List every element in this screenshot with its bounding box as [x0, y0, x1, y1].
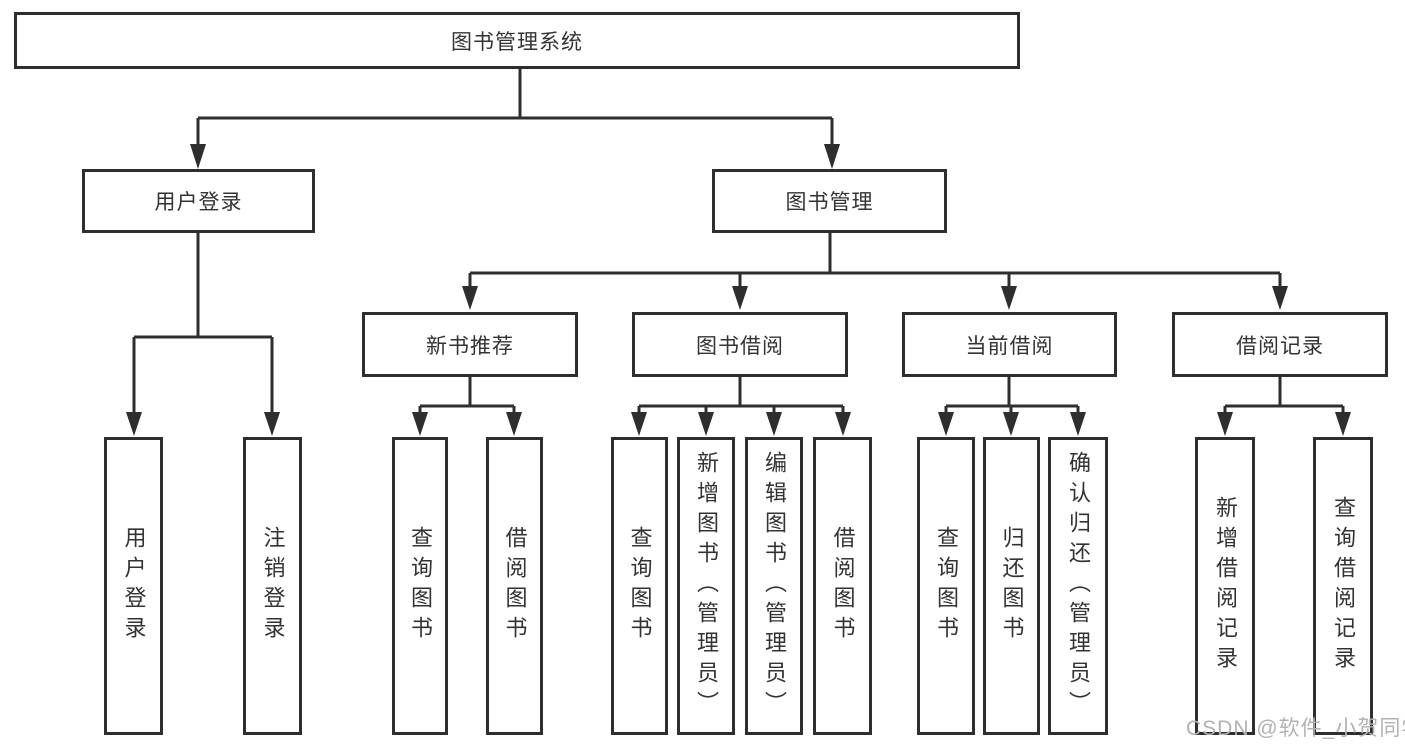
leaf-edit-books-admin: 编辑图书（管理员）	[745, 437, 803, 735]
node-current-borrow: 当前借阅	[902, 312, 1117, 377]
leaf-borrow-books-recommend: 借阅图书	[486, 437, 543, 735]
node-book-borrow: 图书借阅	[632, 312, 848, 377]
node-label: 查询图书	[627, 526, 653, 646]
node-root-system: 图书管理系统	[14, 12, 1020, 69]
node-new-book-recommend: 新书推荐	[362, 312, 578, 377]
node-label: 查询图书	[934, 526, 959, 646]
node-label: 编辑图书（管理员）	[762, 451, 787, 721]
leaf-query-borrow-record: 查询借阅记录	[1313, 437, 1373, 735]
connector-root	[190, 69, 840, 169]
connector-current-borrow	[938, 377, 1086, 436]
node-label: 新书推荐	[426, 334, 514, 358]
leaf-return-books: 归还图书	[983, 437, 1040, 735]
leaf-add-books-admin: 新增图书（管理员）	[677, 437, 735, 735]
node-label: 查询图书	[408, 526, 433, 646]
node-label: 图书管理系统	[451, 30, 583, 54]
leaf-confirm-return-admin: 确认归还（管理员）	[1048, 437, 1108, 735]
node-label: 图书借阅	[696, 334, 784, 358]
connector-book-management	[462, 233, 1288, 310]
connector-book-borrow	[631, 377, 851, 436]
leaf-user-login: 用户登录	[104, 437, 163, 735]
node-borrow-records: 借阅记录	[1172, 312, 1388, 377]
connector-borrow-records	[1217, 377, 1351, 436]
node-label: 借阅图书	[830, 526, 856, 646]
node-label: 新增借阅记录	[1213, 496, 1238, 676]
leaf-add-borrow-record: 新增借阅记录	[1195, 437, 1255, 735]
leaf-borrow-books: 借阅图书	[813, 437, 872, 735]
node-label: 用户登录	[154, 191, 243, 214]
csdn-watermark: CSDN @软件_小贺同学	[1186, 717, 1405, 740]
leaf-query-books-recommend: 查询图书	[392, 437, 448, 735]
node-label: 借阅图书	[502, 526, 528, 646]
connector-user-login	[126, 233, 280, 436]
node-label: 确认归还（管理员）	[1066, 451, 1091, 721]
node-label: 图书管理	[785, 191, 874, 214]
leaf-query-books-borrow: 查询图书	[611, 437, 668, 735]
node-label: 借阅记录	[1236, 334, 1324, 358]
node-label: 当前借阅	[965, 334, 1054, 358]
node-label: 查询借阅记录	[1331, 496, 1356, 676]
connector-new-book	[412, 377, 522, 436]
leaf-logout: 注销登录	[243, 437, 302, 735]
node-label: 用户登录	[121, 526, 147, 646]
leaf-query-books-current: 查询图书	[917, 437, 975, 735]
node-user-login: 用户登录	[82, 169, 315, 233]
node-label: 新增图书（管理员）	[694, 451, 719, 721]
node-book-management: 图书管理	[712, 169, 947, 233]
node-label: 注销登录	[260, 526, 286, 646]
node-label: 归还图书	[999, 526, 1025, 646]
